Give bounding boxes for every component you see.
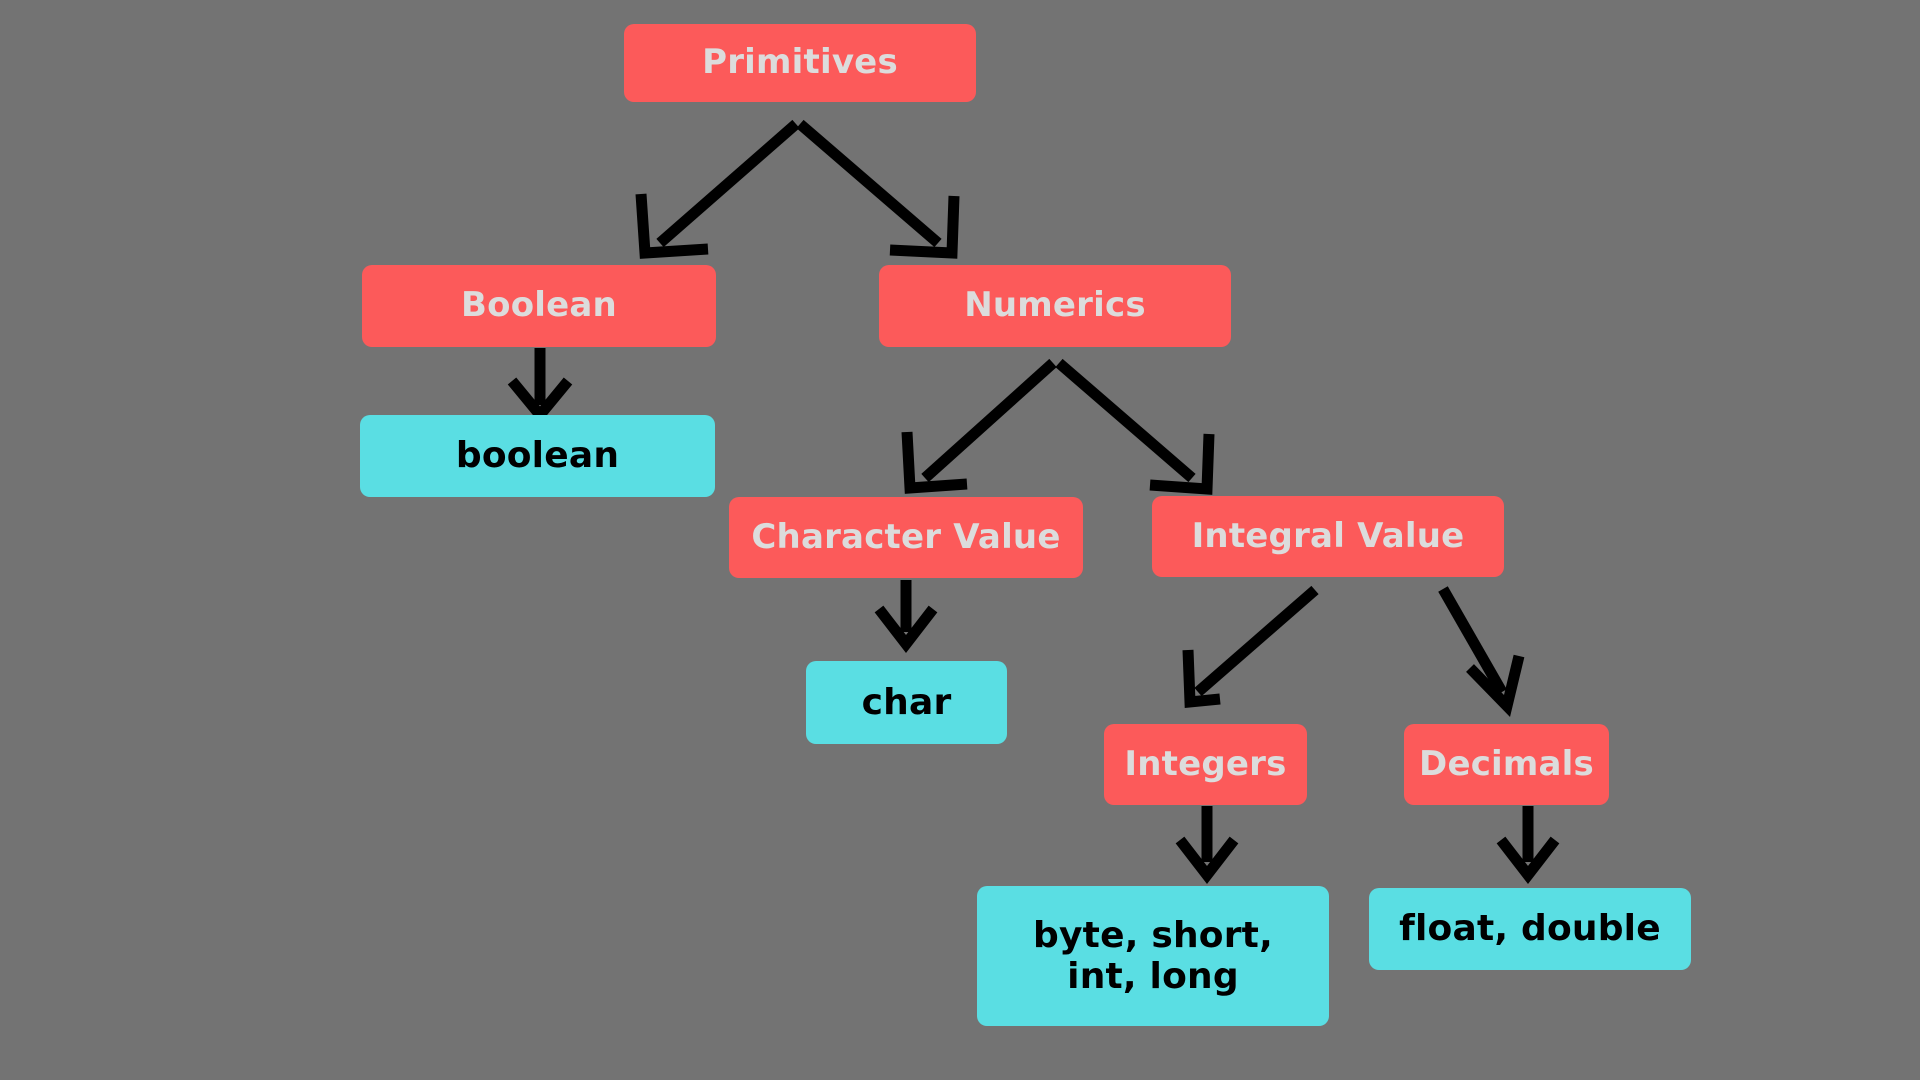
node-decimals-leaf-label: float, double xyxy=(1399,908,1661,950)
node-integers-label: Integers xyxy=(1124,743,1287,784)
node-char-leaf[interactable]: char xyxy=(806,661,1007,744)
node-character-value[interactable]: Character Value xyxy=(729,497,1083,578)
edge-primitives-to-boolean xyxy=(635,119,800,259)
node-numerics-label: Numerics xyxy=(964,285,1146,326)
edge-numerics-to-integral-value xyxy=(1055,358,1215,495)
node-integers-leaf-label: byte, short, int, long xyxy=(1033,914,1273,997)
edge-integral-value-to-integers xyxy=(1182,585,1319,709)
edge-character-value-to-char xyxy=(874,580,938,654)
node-integral-value[interactable]: Integral Value xyxy=(1152,496,1504,577)
node-boolean-leaf-label: boolean xyxy=(455,435,620,477)
node-decimals-label: Decimals xyxy=(1419,743,1594,784)
node-char-leaf-label: char xyxy=(861,681,952,723)
node-decimals-leaf[interactable]: float, double xyxy=(1369,888,1691,970)
node-boolean-leaf[interactable]: boolean xyxy=(360,415,715,497)
edge-boolean-to-boolean-leaf xyxy=(507,348,573,424)
node-primitives-label: Primitives xyxy=(702,42,898,83)
edge-integers-to-integers-leaf xyxy=(1175,806,1239,885)
node-primitives[interactable]: Primitives xyxy=(624,24,976,102)
edge-numerics-to-character-value xyxy=(901,358,1057,494)
node-integers[interactable]: Integers xyxy=(1104,724,1307,805)
edge-integral-value-to-decimals xyxy=(1438,586,1525,717)
edge-decimals-to-decimals-leaf xyxy=(1496,806,1560,885)
node-boolean-category[interactable]: Boolean xyxy=(362,265,716,347)
node-boolean-category-label: Boolean xyxy=(461,285,617,326)
node-numerics[interactable]: Numerics xyxy=(879,265,1231,347)
edge-primitives-to-numerics xyxy=(796,119,960,259)
node-integral-value-label: Integral Value xyxy=(1191,515,1465,556)
node-decimals[interactable]: Decimals xyxy=(1404,724,1609,805)
node-integers-leaf[interactable]: byte, short, int, long xyxy=(977,886,1329,1026)
node-character-value-label: Character Value xyxy=(751,516,1061,557)
